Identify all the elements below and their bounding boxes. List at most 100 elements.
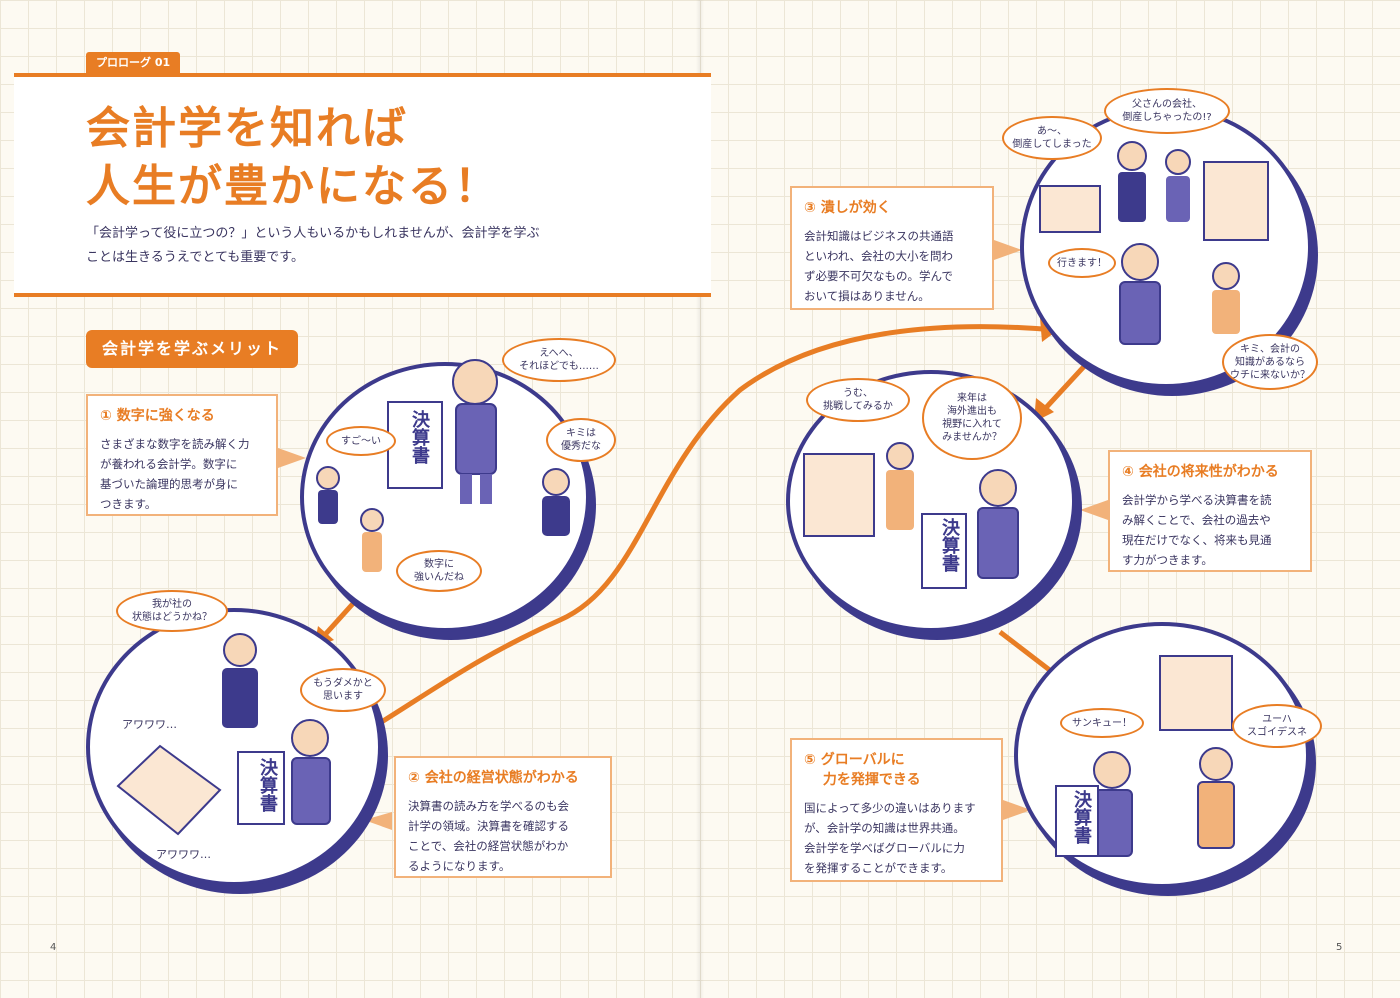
merit-title-5-line-1: ⑤ グローバルに <box>804 752 905 768</box>
speech-16-line-1: ユーハ <box>1262 714 1292 725</box>
person-head-5 <box>223 633 257 667</box>
person-head-1 <box>452 359 498 405</box>
merit-body-5-line-1: 国によって多少の違いはあります <box>804 801 976 815</box>
speech-3-line-1: キミは <box>566 428 596 439</box>
merit-body-2-line-1: 決算書の読み方を学べるのも会 <box>408 799 569 813</box>
person-head-4 <box>542 468 570 496</box>
person-head-12 <box>979 469 1017 507</box>
kessan-label-2: 決算書 <box>257 758 278 812</box>
merit-body-4-line-4: す力がつきます。 <box>1122 553 1213 567</box>
speech-bubble-2: すご〜い <box>326 426 396 456</box>
kessan-sheet-2 <box>237 751 285 825</box>
speech-12-line-1: キミ、会計の <box>1240 343 1300 355</box>
person-body-2 <box>318 490 338 524</box>
speech-9-line-1: あ〜、 <box>1037 126 1067 137</box>
person-body-8 <box>1166 176 1190 222</box>
merit-body-1-line-4: つきます。 <box>100 497 157 511</box>
merit-body-2-line-3: ことで、会社の経営状態がわか <box>408 839 569 853</box>
lead-line-1: 「会計学って役に立つの？」という人もいるかもしれませんが、会計学を学ぶ <box>86 226 540 241</box>
speech-bubble-12: キミ、会計の知識があるならウチに来ないか？ <box>1222 334 1318 390</box>
speech-1-line-1: えへへ、 <box>539 348 579 359</box>
header-box <box>14 73 711 297</box>
person-head-6 <box>291 719 329 757</box>
merit-body-2: 決算書の読み方を学べるのも会 計学の領域。決算書を確認する ことで、会社の経営状… <box>408 796 598 876</box>
speech-bubble-10: 父さんの会社、倒産しちゃったの!? <box>1104 88 1230 134</box>
merit-body-3-line-3: ず必要不可欠なもの。学んで <box>804 269 953 283</box>
merit-title-4: ④ 会社の将来性がわかる <box>1122 462 1298 482</box>
merit-body-1-line-1: さまざまな数字を読み解く力 <box>100 437 250 451</box>
merit-card-2: ② 会社の経営状態がわかる 決算書の読み方を学べるのも会 計学の領域。決算書を確… <box>394 756 612 878</box>
person-body-10 <box>1212 290 1240 334</box>
merit-body-4-line-3: 現在だけでなく、将来も見通 <box>1122 533 1272 547</box>
merit-body-2-line-2: 計学の領域。決算書を確認する <box>408 819 569 833</box>
speech-4-line-2: 強いんだね <box>414 572 464 583</box>
merit-body-1: さまざまな数字を読み解く力 が養われる会計学。数字に 基づいた論理的思考が身に … <box>100 434 264 514</box>
merit-body-3: 会計知識はビジネスの共通語 といわれ、会社の大小を問わ ず必要不可欠なもの。学ん… <box>804 226 980 306</box>
sfx-panic-1: アワワワ… <box>122 718 177 731</box>
speech-1-line-2: それほどでも…… <box>519 361 599 372</box>
merit-title-5: ⑤ グローバルに 力を発揮できる <box>804 750 989 790</box>
connector-1 <box>278 448 306 468</box>
speech-5-line-1: 我が社の <box>152 599 192 610</box>
speech-14-line-4: みませんか？ <box>942 432 1002 443</box>
speech-13-line-2: 挑戦してみるか <box>823 401 893 412</box>
person-body-12 <box>977 507 1019 579</box>
speech-10-line-2: 倒産しちゃったの!? <box>1122 112 1212 123</box>
speech-bubble-6: もうダメかと思います <box>300 668 386 712</box>
person-head-9 <box>1121 243 1159 281</box>
merit-title-1: ① 数字に強くなる <box>100 406 264 426</box>
person-body-3 <box>362 532 382 572</box>
speech-4-line-1: 数字に <box>424 559 454 570</box>
person-head-11 <box>886 442 914 470</box>
speech-14-line-2: 海外進出も <box>946 406 997 417</box>
merit-title-1-line-1: ① 数字に強くなる <box>100 408 215 424</box>
building-company-3 <box>1159 655 1233 731</box>
speech-bubble-3: キミは優秀だな <box>546 418 616 462</box>
speech-9-line-2: 倒産してしまった <box>1012 139 1092 150</box>
speech-bubble-4: 数字に強いんだね <box>396 550 482 592</box>
page-title: 会計学を知れば 人生が豊かになる！ <box>86 100 500 216</box>
person-body-9 <box>1119 281 1161 345</box>
person-leg-1a <box>460 474 472 504</box>
merit-body-4-line-1: 会計学から学べる決算書を読 <box>1122 493 1272 507</box>
kessan-label-4: 決算書 <box>1071 790 1092 844</box>
speech-12-line-2: 知識があるなら <box>1235 356 1305 368</box>
kessan-sheet-4 <box>1055 785 1099 857</box>
lead-text: 「会計学って役に立つの？」という人もいるかもしれませんが、会計学を学ぶ ことは生… <box>86 222 646 270</box>
person-head-2 <box>316 466 340 490</box>
person-body-7 <box>1118 172 1146 222</box>
speech-3-line-2: 優秀だな <box>561 441 601 452</box>
merit-body-5-line-2: が、会計学の知識は世界共通。 <box>804 821 965 835</box>
speech-2-line-1: すご〜い <box>341 435 381 447</box>
section-badge: 会計学を学ぶメリット <box>86 330 298 368</box>
speech-14-line-1: 来年は <box>956 393 987 404</box>
person-head-8 <box>1165 149 1191 175</box>
merit-body-1-line-2: が養われる会計学。数字に <box>100 457 238 471</box>
speech-15-line-1: サンキュー！ <box>1072 717 1132 729</box>
merit-title-5-line-2: 力を発揮できる <box>804 772 921 788</box>
person-body-5 <box>222 668 258 728</box>
person-body-14 <box>1197 781 1235 849</box>
merit-body-4: 会計学から学べる決算書を読 み解くことで、会社の過去や 現在だけでなく、将来も見… <box>1122 490 1298 570</box>
merit-body-5-line-3: 会計学を学べばグローバルに力 <box>804 841 965 855</box>
kessan-sheet-3 <box>921 513 967 589</box>
merit-body-3-line-4: おいて損はありません。 <box>804 289 930 303</box>
merit-card-3: ③ 潰しが効く 会計知識はビジネスの共通語 といわれ、会社の大小を問わ ず必要不… <box>790 186 994 310</box>
person-leg-1b <box>480 474 492 504</box>
book-spine <box>696 0 704 998</box>
merit-body-3-line-1: 会計知識はビジネスの共通語 <box>804 229 954 243</box>
connector-2 <box>364 812 392 830</box>
person-head-13 <box>1093 751 1131 789</box>
connector-4 <box>1080 500 1108 520</box>
person-head-3 <box>360 508 384 532</box>
kessan-sheet-1 <box>387 401 443 489</box>
person-body-1 <box>455 403 497 475</box>
kessan-label-1: 決算書 <box>409 410 430 464</box>
person-head-10 <box>1212 262 1240 290</box>
speech-bubble-15: サンキュー！ <box>1060 708 1144 738</box>
connector-5 <box>1003 800 1031 820</box>
person-head-14 <box>1199 747 1233 781</box>
merit-body-5-line-4: を発揮することができます。 <box>804 861 953 875</box>
